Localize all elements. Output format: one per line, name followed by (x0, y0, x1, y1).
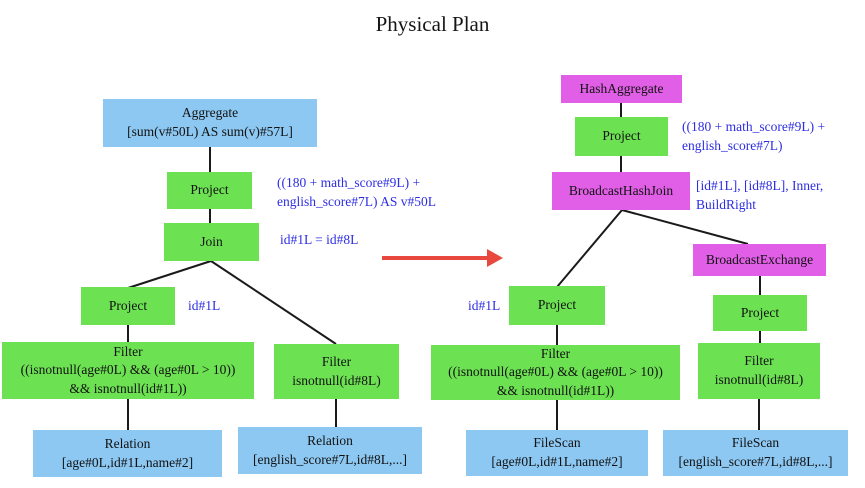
logical-aggregate-node: Aggregate [sum(v#50L) AS sum(v)#57L] (103, 99, 317, 147)
logical-join-node: Join (164, 223, 259, 261)
physical-project-right-node: Project (713, 295, 807, 331)
physical-hashaggregate-node: HashAggregate (561, 75, 682, 103)
physical-filescan-right-node: FileScan [english_score#7L,id#8L,...] (663, 430, 848, 476)
logical-relation-left-node: Relation [age#0L,id#1L,name#2] (33, 430, 222, 477)
logical-project-annotation: ((180 + math_score#9L) + english_score#7… (277, 175, 436, 209)
logical-relation-right-node: Relation [english_score#7L,id#8L,...] (238, 427, 422, 474)
logical-project-left-node: Project (81, 287, 175, 325)
physical-project-left-node: Project (509, 286, 605, 325)
logical-join-annotation: id#1L = id#8L (280, 232, 359, 247)
logical-filter-right-node: Filter isnotnull(id#8L) (274, 344, 399, 399)
edge-bhj-project-left (556, 209, 623, 288)
physical-project-annotation: ((180 + math_score#9L) + english_score#7… (682, 119, 826, 153)
logical-project-top-node: Project (167, 172, 252, 209)
physical-broadcastexchange-node: BroadcastExchange (693, 244, 826, 276)
transform-arrow (382, 249, 503, 267)
edge-join-filter-right (210, 260, 337, 345)
diagram-title: Physical Plan (375, 12, 490, 36)
logical-filter-left-node: Filter ((isnotnull(age#0L) && (age#0L > … (2, 342, 254, 399)
physical-project-top-node: Project (575, 117, 668, 156)
physical-broadcasthashjoin-node: BroadcastHashJoin (552, 172, 690, 210)
physical-filter-right-node: Filter isnotnull(id#8L) (698, 343, 820, 399)
physical-project-left-annotation: id#1L (468, 298, 501, 313)
logical-project-left-annotation: id#1L (188, 298, 221, 313)
physical-broadcasthashjoin-annotation: [id#1L], [id#8L], Inner, BuildRight (696, 178, 824, 212)
edge-join-project-left (127, 260, 212, 289)
physical-filescan-left-node: FileScan [age#0L,id#1L,name#2] (466, 430, 648, 476)
physical-filter-left-node: Filter ((isnotnull(age#0L) && (age#0L > … (431, 345, 680, 400)
edge-bhj-broadcastexchange (621, 209, 749, 245)
